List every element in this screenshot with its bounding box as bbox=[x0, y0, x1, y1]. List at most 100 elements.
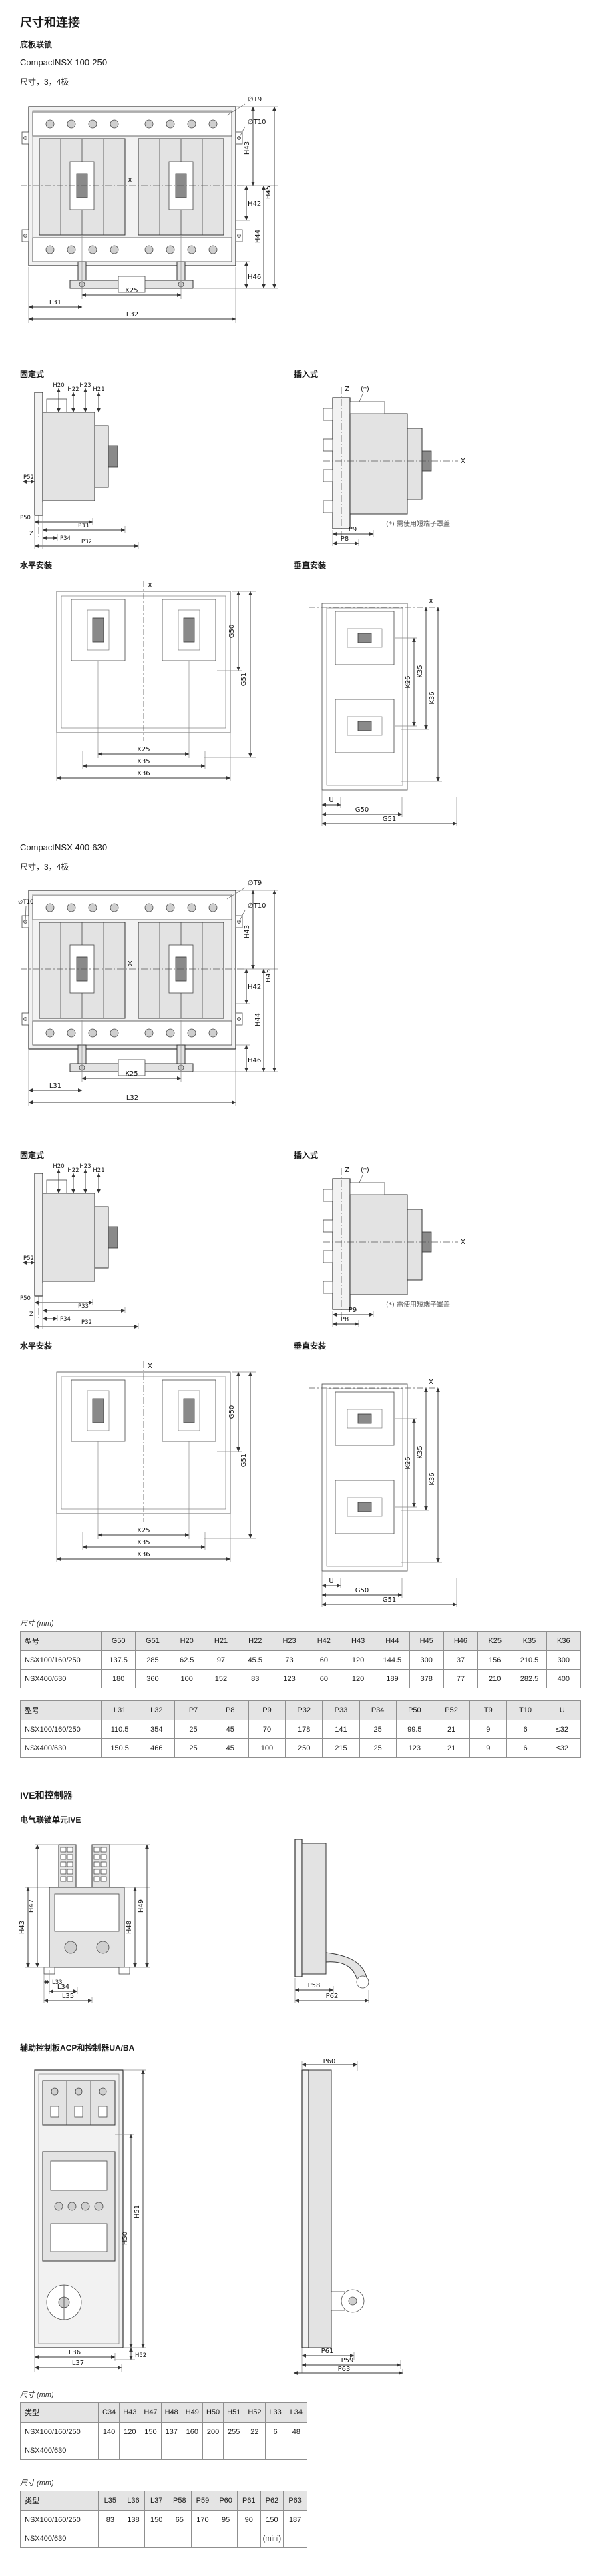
fixed-type-heading-nsx100: 固定式 bbox=[20, 370, 45, 379]
table-header-cell: P32 bbox=[285, 1700, 323, 1720]
dim-label-h46: H46 bbox=[248, 274, 261, 281]
dim-label-u: U bbox=[329, 1578, 333, 1585]
dim-label-g50: G50 bbox=[228, 1405, 236, 1419]
nsx400-horizontal-mount-drawing: X G50 G51 K25 K35 K36 bbox=[37, 1353, 270, 1570]
dim-label-g51: G51 bbox=[383, 816, 396, 823]
dim-label-h46: H46 bbox=[248, 1057, 261, 1064]
table-cell bbox=[160, 2441, 182, 2460]
table-cell bbox=[119, 2441, 141, 2460]
axis-label-z: Z bbox=[345, 1167, 349, 1174]
dimension-lines bbox=[22, 1169, 139, 1329]
dimension-lines bbox=[293, 2061, 403, 2375]
table-header-cell: G50 bbox=[100, 1631, 136, 1651]
dim-label-t9: ∅T9 bbox=[248, 880, 262, 887]
vertical-mount-heading-nsx400: 垂直安装 bbox=[294, 1341, 327, 1351]
table-cell: 144.5 bbox=[375, 1650, 410, 1670]
dimension-lines bbox=[321, 607, 457, 826]
breaker-footprints bbox=[335, 1391, 395, 1534]
table-cell: 215 bbox=[322, 1738, 360, 1758]
axis-label-x: X bbox=[128, 960, 132, 968]
dim-label-l36: L36 bbox=[69, 2349, 81, 2356]
dim-label-p8: P8 bbox=[341, 535, 349, 543]
product-title-nsx400: CompactNSX 400-630 bbox=[20, 842, 108, 852]
panel-cutout bbox=[321, 603, 408, 791]
terminal-strips bbox=[32, 895, 232, 1046]
table-cell bbox=[140, 2441, 162, 2460]
dim-label-star: (*) bbox=[361, 1167, 369, 1174]
dim-label-h43: H43 bbox=[244, 925, 251, 938]
table-cell: 9 bbox=[469, 1738, 508, 1758]
dimension-lines bbox=[294, 1978, 369, 2003]
horizontal-mount-heading-nsx400: 水平安装 bbox=[20, 1341, 53, 1351]
dimension-labels: H43 H47 H48 H49 L33 L34 L35 bbox=[19, 1899, 145, 2000]
table-header-cell: H45 bbox=[409, 1631, 444, 1651]
dimension-labels: (*) Z X P9 P8 (*) 需使用短端子罩盖 bbox=[341, 386, 465, 543]
axis-label-z: Z bbox=[29, 1311, 33, 1318]
table-cell: 354 bbox=[138, 1720, 176, 1739]
axis-label-x: X bbox=[461, 458, 465, 465]
dim-label-h20: H20 bbox=[53, 1163, 64, 1170]
table-cell: 178 bbox=[285, 1720, 323, 1739]
table-header-cell: P50 bbox=[395, 1700, 433, 1720]
dim-label-t10-left: ∅T10 bbox=[18, 899, 33, 906]
dim-label-p63: P63 bbox=[338, 2366, 351, 2373]
table-cell bbox=[98, 2529, 122, 2548]
dim-label-p34: P34 bbox=[60, 1316, 71, 1323]
table-cell: 282.5 bbox=[512, 1669, 547, 1688]
dim-label-k35: K35 bbox=[137, 1539, 150, 1546]
table-cell: 150 bbox=[140, 2422, 162, 2441]
ive-unit bbox=[43, 1844, 130, 1975]
table-header-cell: K36 bbox=[546, 1631, 582, 1651]
table-cell: 60 bbox=[306, 1650, 341, 1670]
axis-label-z: Z bbox=[29, 531, 33, 537]
table-cell: 83 bbox=[238, 1669, 273, 1688]
acp-side-drawing: P60 P61 P59 P63 bbox=[267, 2058, 407, 2378]
table-header-cell: P61 bbox=[236, 2491, 261, 2511]
dim-label-h20: H20 bbox=[53, 382, 64, 389]
table-cell bbox=[223, 2441, 245, 2460]
table-cell: 285 bbox=[135, 1650, 170, 1670]
ive-side-profile bbox=[294, 1839, 369, 1989]
breaker-footprints bbox=[335, 611, 395, 753]
dim-label-k35: K35 bbox=[137, 758, 150, 765]
axis-label-x: X bbox=[128, 177, 132, 184]
dimension-labels: H50 H51 H52 L36 L37 bbox=[69, 2205, 146, 2367]
table-cell: 255 bbox=[223, 2422, 245, 2441]
table-cell bbox=[264, 2441, 286, 2460]
table-cell: 65 bbox=[167, 2510, 192, 2529]
dim-label-h44: H44 bbox=[254, 1013, 262, 1026]
dimension-labels: X G50 G51 K25 K35 K36 bbox=[137, 582, 248, 777]
table-cell: 99.5 bbox=[395, 1720, 433, 1739]
dimension-labels: H20 H22 H23 H21 P52 P50 P33 P34 P32 Z bbox=[20, 1163, 105, 1326]
dim-label-l34: L34 bbox=[57, 1983, 69, 1991]
table-cell: 73 bbox=[272, 1650, 307, 1670]
table-header-cell: P52 bbox=[432, 1700, 471, 1720]
table-header-cell: G51 bbox=[135, 1631, 170, 1651]
table-cell: 25 bbox=[174, 1720, 212, 1739]
dim-label-t10: ∅T10 bbox=[248, 119, 266, 126]
plugin-type-heading-nsx100: 插入式 bbox=[294, 370, 319, 379]
table-header-cell: 类型 bbox=[20, 2402, 99, 2423]
dim-label-p50: P50 bbox=[20, 515, 31, 521]
dim-label-g50: G50 bbox=[228, 625, 236, 638]
dimension-lines bbox=[321, 1387, 457, 1607]
table-header-cell: H22 bbox=[238, 1631, 273, 1651]
table-header-cell: H23 bbox=[272, 1631, 307, 1651]
table-cell: 62.5 bbox=[169, 1650, 204, 1670]
dim-label-h45: H45 bbox=[265, 969, 272, 982]
dim-label-p58: P58 bbox=[308, 1982, 321, 1989]
dim-label-k25: K25 bbox=[405, 1456, 412, 1469]
nsx100-fixed-drawing: H20 H22 H23 H21 P52 P50 P33 P34 P32 Z bbox=[20, 382, 154, 553]
table-cell: 180 bbox=[100, 1669, 136, 1688]
dim-label-p62: P62 bbox=[326, 1993, 339, 2000]
dimension-labels: P58 P62 bbox=[308, 1982, 339, 2000]
table-row-header: NSX400/630 bbox=[20, 2441, 99, 2460]
table-cell: 400 bbox=[546, 1669, 582, 1688]
dim-label-p33: P33 bbox=[78, 523, 89, 529]
dim-label-p61: P61 bbox=[321, 2348, 334, 2355]
table-cell: 48 bbox=[285, 2422, 308, 2441]
